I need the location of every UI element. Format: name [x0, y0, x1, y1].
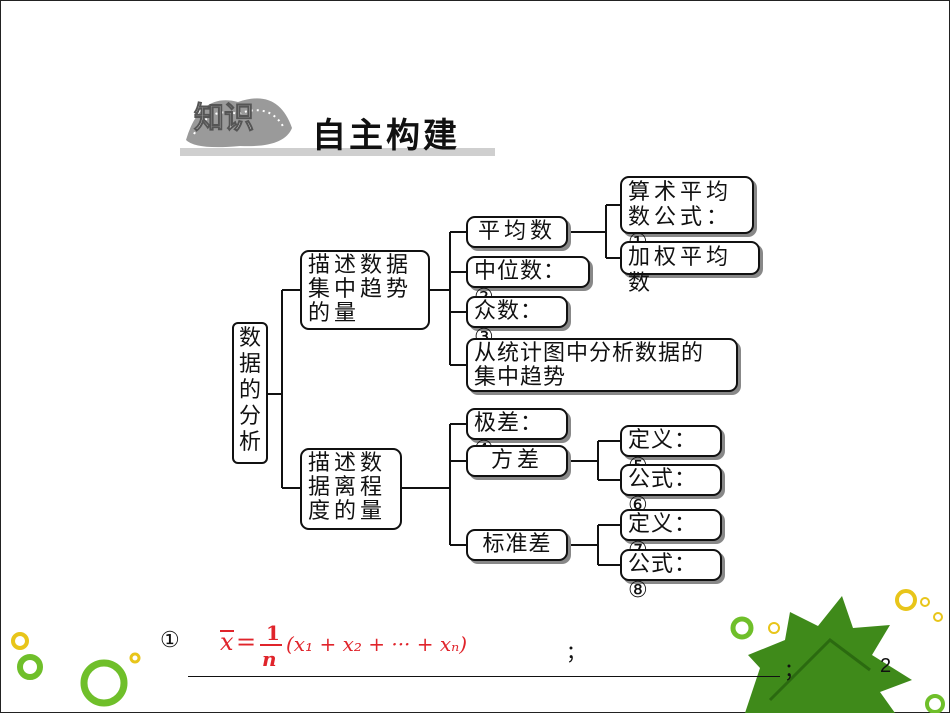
ring-icon: [80, 659, 128, 707]
variance-definition-node: 定义：⑤: [620, 425, 722, 479]
ring-icon: [933, 612, 943, 622]
weighted-mean-node: 加权平均数: [620, 241, 760, 296]
ring-icon: [17, 654, 43, 680]
variance-formula-node: 公式：⑥: [620, 464, 722, 518]
formula-numerator: 1: [266, 621, 280, 645]
formula-body: (x₁ + x₂ + ··· + xₙ): [286, 632, 467, 656]
leaf-icon: [745, 596, 912, 713]
range-node: 极差：④: [466, 408, 568, 462]
title-badge-text: 知识: [194, 101, 254, 136]
mean-formula: x = 1 n (x₁ + x₂ + ··· + xₙ): [220, 621, 467, 671]
footnote-semicolon: ；: [566, 640, 586, 664]
ring-icon: [920, 597, 930, 607]
root-node: 数 据 的 分 析: [232, 322, 268, 464]
central-tendency-node: 描述数据 集中趋势 的量: [300, 250, 430, 330]
ring-icon: [895, 589, 917, 611]
answer-underline: [188, 676, 780, 677]
dispersion-node: 描述数 据离程 度的量: [300, 448, 402, 530]
formula-equals: =: [236, 628, 256, 656]
ring-icon: [768, 622, 780, 634]
ring-icon: [11, 632, 29, 650]
mean-node: 平均数: [466, 216, 568, 248]
title-underbar: [180, 148, 495, 156]
formula-denominator: n: [262, 647, 277, 671]
ring-icon: [129, 652, 141, 664]
stats-chart-node: 从统计图中分析数据的 集中趋势: [466, 338, 738, 392]
title-badge-icon: 知识: [186, 98, 292, 148]
page-title: 自主构建: [312, 116, 460, 156]
arith-mean-node: 算术平均 数公式：①: [620, 176, 754, 255]
std-dev-node: 标准差: [466, 529, 568, 561]
median-node: 中位数：②: [466, 256, 590, 310]
decorative-rings: [11, 589, 945, 713]
formula-xbar: x: [220, 628, 234, 656]
ring-icon: [925, 694, 945, 713]
std-formula-node: 公式：⑧: [620, 549, 722, 603]
std-definition-node: 定义：⑦: [620, 509, 722, 563]
variance-node: 方差: [466, 445, 568, 477]
mode-node: 众数：③: [466, 296, 568, 350]
page-number: 2: [880, 655, 892, 677]
footnote-marker: ①: [160, 628, 180, 653]
footnote-semicolon-end: ；: [784, 658, 804, 682]
ring-icon: [730, 616, 754, 640]
connector-lines: [266, 204, 620, 566]
